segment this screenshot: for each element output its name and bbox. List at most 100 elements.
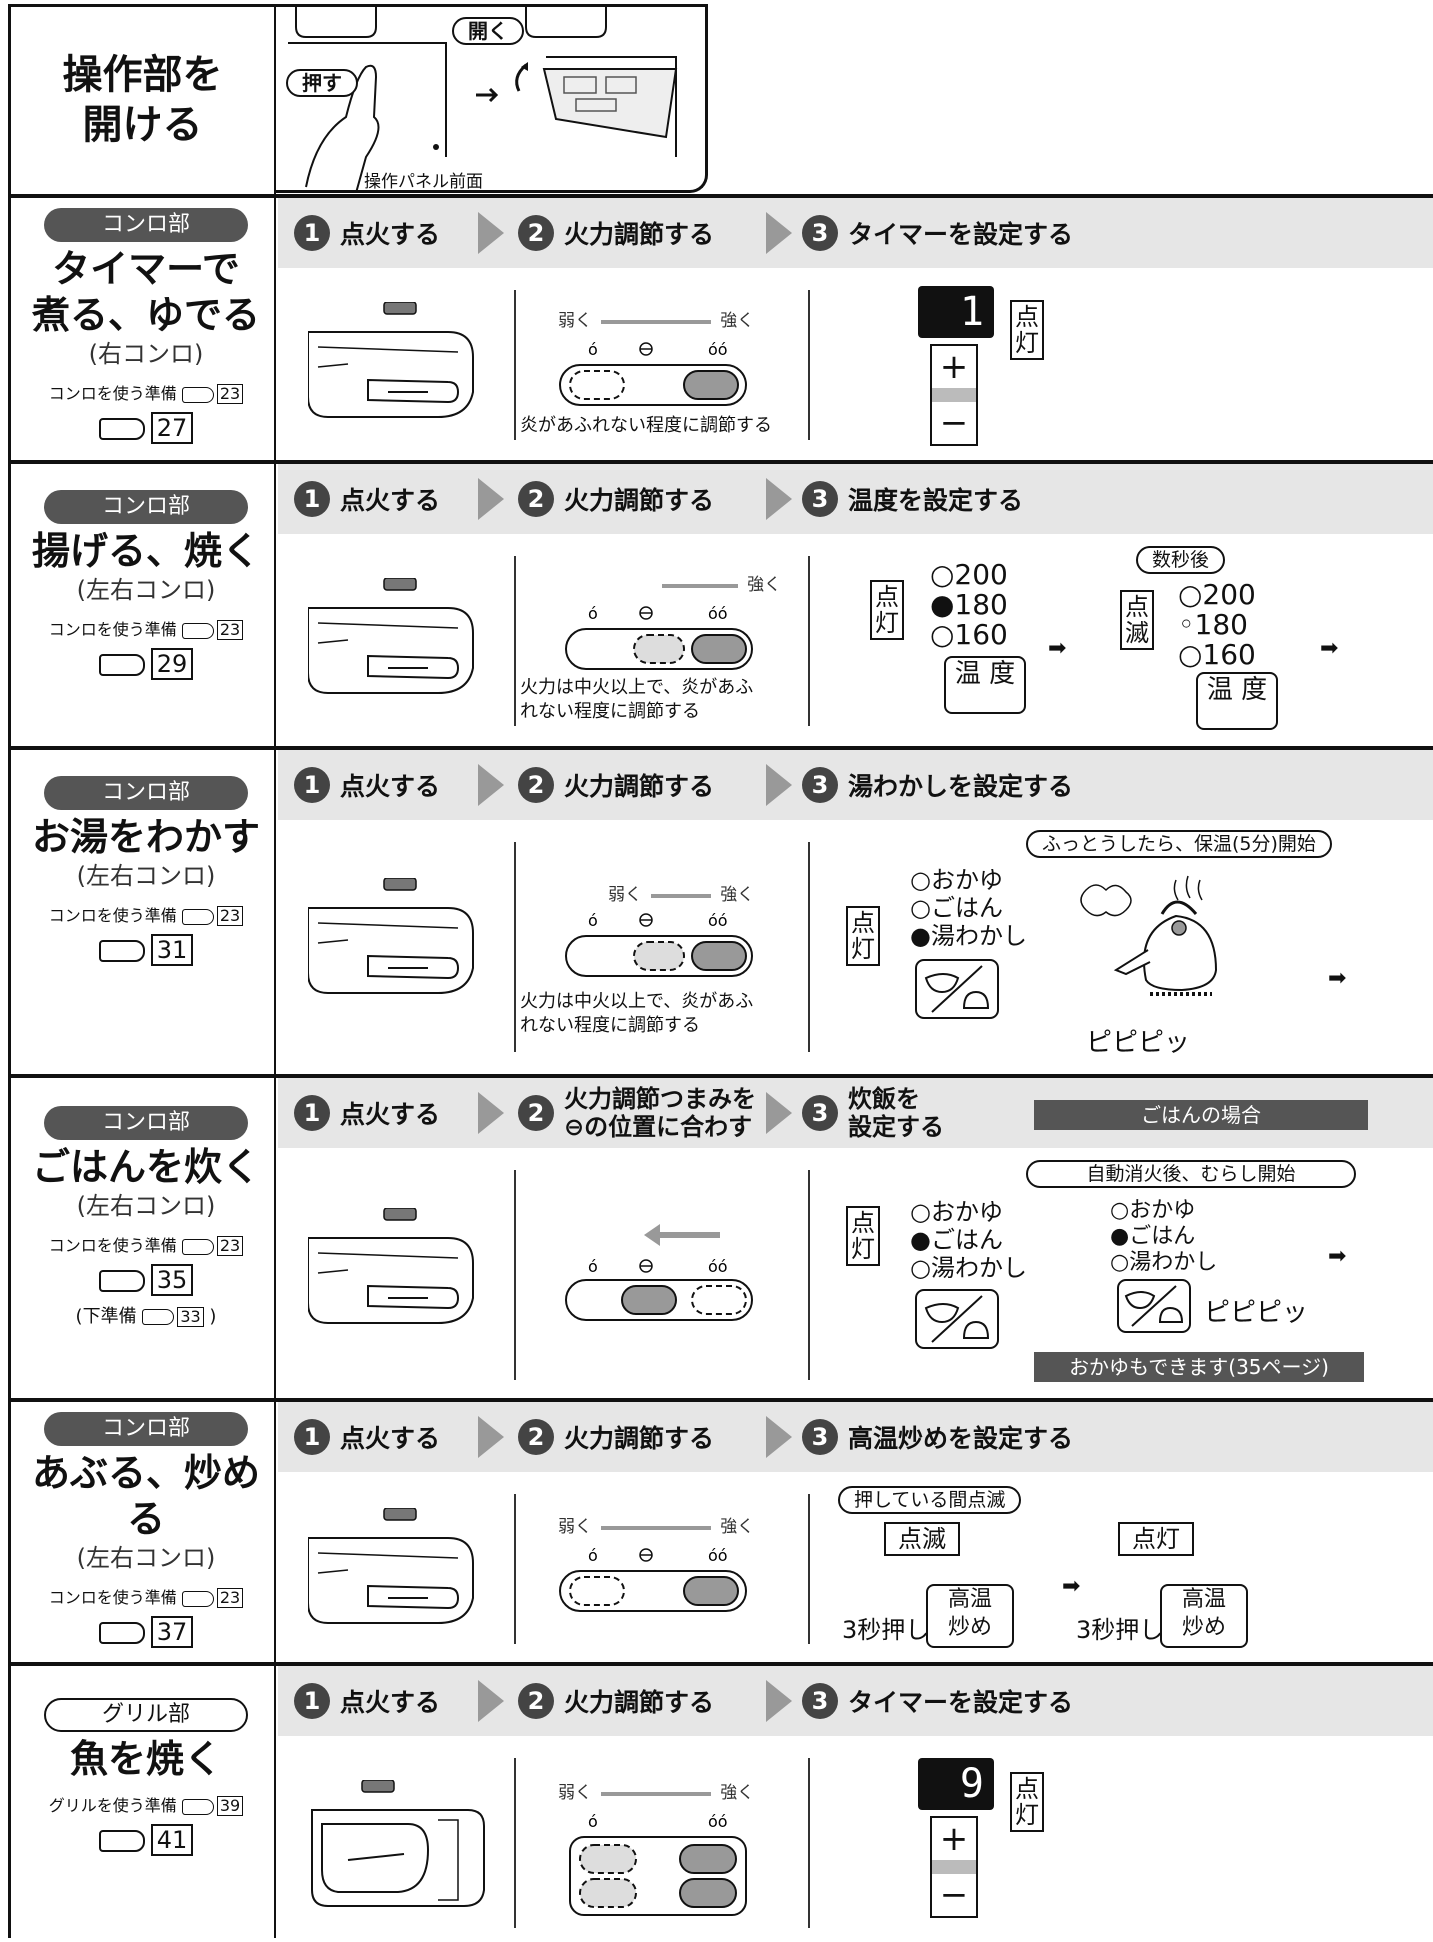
strong-label: 強く	[720, 885, 755, 905]
sub-prep-reference[interactable]: (下準備 33 )	[18, 1302, 274, 1328]
step-number: 1	[294, 481, 330, 517]
step-arrow-icon	[766, 1680, 792, 1722]
rice-kettle-button[interactable]	[914, 958, 1000, 1020]
lit-callout: 点 灯	[870, 580, 904, 640]
rice-kettle-button[interactable]	[914, 1288, 1000, 1350]
knob-illustration	[308, 578, 474, 694]
step-number: 1	[294, 215, 330, 251]
page-number: 31	[150, 934, 194, 966]
minus-button[interactable]: −	[939, 403, 969, 443]
page-reference[interactable]: 27	[18, 412, 274, 444]
column-divider	[514, 290, 516, 440]
panel-caption: 操作パネル前面	[364, 172, 483, 192]
grill-knob-illustration	[311, 1780, 485, 1907]
step-arrow-icon	[478, 1416, 504, 1458]
step-number: 3	[802, 767, 838, 803]
step-label: 点火する	[340, 1424, 441, 1453]
plus-button[interactable]: +	[939, 347, 969, 387]
knob-illustration	[308, 1208, 474, 1324]
finger-point-icon	[98, 417, 145, 440]
column-divider	[808, 1170, 810, 1380]
page-reference[interactable]: 37	[18, 1616, 274, 1648]
page-reference[interactable]: 35	[18, 1264, 274, 1296]
high-temp-stir-fry-button[interactable]: 高温 炒め	[1160, 1584, 1248, 1648]
high-temp-stir-fry-button[interactable]: 高温 炒め	[926, 1584, 1014, 1648]
finger-point-icon	[181, 386, 214, 403]
svg-text:ó: ó	[588, 911, 598, 930]
open-section-title: 操作部を 開ける	[62, 52, 223, 148]
push-label: 押す	[286, 69, 358, 97]
dial-slot-diagram: ó óó	[559, 1546, 747, 1612]
sub-prep-close: )	[209, 1306, 217, 1327]
knob-illustration	[308, 302, 474, 418]
page-number: 41	[150, 1824, 194, 1856]
finger-point-icon	[98, 1621, 145, 1644]
dial-note: 炎があふれない程度に調節する	[520, 415, 772, 436]
next-arrow-icon: ➡	[1328, 966, 1347, 991]
plus-button[interactable]: +	[939, 1819, 969, 1859]
prep-label: コンロを使う準備	[48, 906, 177, 925]
step-number: 3	[802, 1419, 838, 1455]
column-divider	[808, 842, 810, 1052]
prep-reference[interactable]: コンロを使う準備 23	[18, 1584, 274, 1608]
temperature-button[interactable]: 温 度	[1196, 672, 1278, 730]
page-reference[interactable]: 29	[18, 648, 274, 680]
rice-kettle-button[interactable]	[1116, 1278, 1192, 1334]
weak-label: 弱く	[558, 311, 592, 331]
page-reference[interactable]: 31	[18, 934, 274, 966]
lit-callout: 点灯	[1118, 1522, 1194, 1556]
grill-dial-slot-diagram: ó óó	[569, 1812, 747, 1916]
temperature-button[interactable]: 温 度	[944, 656, 1026, 714]
column-divider	[514, 1758, 516, 1928]
prep-reference[interactable]: コンロを使う準備 23	[18, 902, 274, 926]
page-reference[interactable]: 41	[18, 1824, 274, 1856]
step-arrow-icon	[766, 764, 792, 806]
sub-prep-page-number: 33	[177, 1307, 204, 1327]
strong-label: 強く	[747, 575, 782, 595]
button-divider	[932, 388, 976, 402]
category-pill: コンロ部	[44, 776, 248, 810]
prep-reference[interactable]: グリルを使う準備 39	[18, 1792, 274, 1816]
category-pill: コンロ部	[44, 208, 248, 242]
knob-illustration	[308, 878, 474, 994]
step-number: 2	[518, 1095, 554, 1131]
timer-plus-minus[interactable]: + −	[930, 344, 978, 446]
minus-button[interactable]: −	[939, 1875, 969, 1915]
step-number: 2	[518, 215, 554, 251]
section-subtitle: (右コンロ)	[88, 340, 204, 368]
column-divider	[808, 1758, 810, 1928]
category-pill: コンロ部	[44, 490, 248, 524]
timer-plus-minus[interactable]: + −	[930, 1816, 978, 1918]
kettle-steam-icon	[1080, 875, 1218, 996]
section-subtitle: (左右コンロ)	[76, 862, 216, 890]
step-label: タイマーを設定する	[848, 1688, 1074, 1717]
prep-reference[interactable]: コンロを使う準備 23	[18, 616, 274, 640]
quick-guide-page: 操作部を 開ける 押す 開く 操作パネル前面 コンロ部 タイマーで 煮る、ゆでる…	[6, 4, 1433, 1938]
prep-reference[interactable]: コンロを使う準備 23	[18, 1232, 274, 1256]
page-number: 37	[150, 1616, 194, 1648]
section-cook-rice: コンロ部 ごはんを炊く (左右コンロ) コンロを使う準備 23 35 (下準備 …	[8, 1074, 1433, 1398]
next-arrow-icon: ➡	[1062, 1574, 1081, 1599]
prep-reference[interactable]: コンロを使う準備 23	[18, 380, 274, 404]
step-number: 3	[802, 215, 838, 251]
weak-label: 弱く	[558, 1783, 592, 1803]
step-arrow-icon	[766, 1416, 792, 1458]
flame-dial: 弱く 強く ó óó	[558, 1778, 754, 1917]
strong-label: 強く	[720, 1517, 755, 1537]
strong-label: 強く	[720, 1783, 755, 1803]
section-title: タイマーで 煮る、ゆでる	[31, 247, 260, 337]
